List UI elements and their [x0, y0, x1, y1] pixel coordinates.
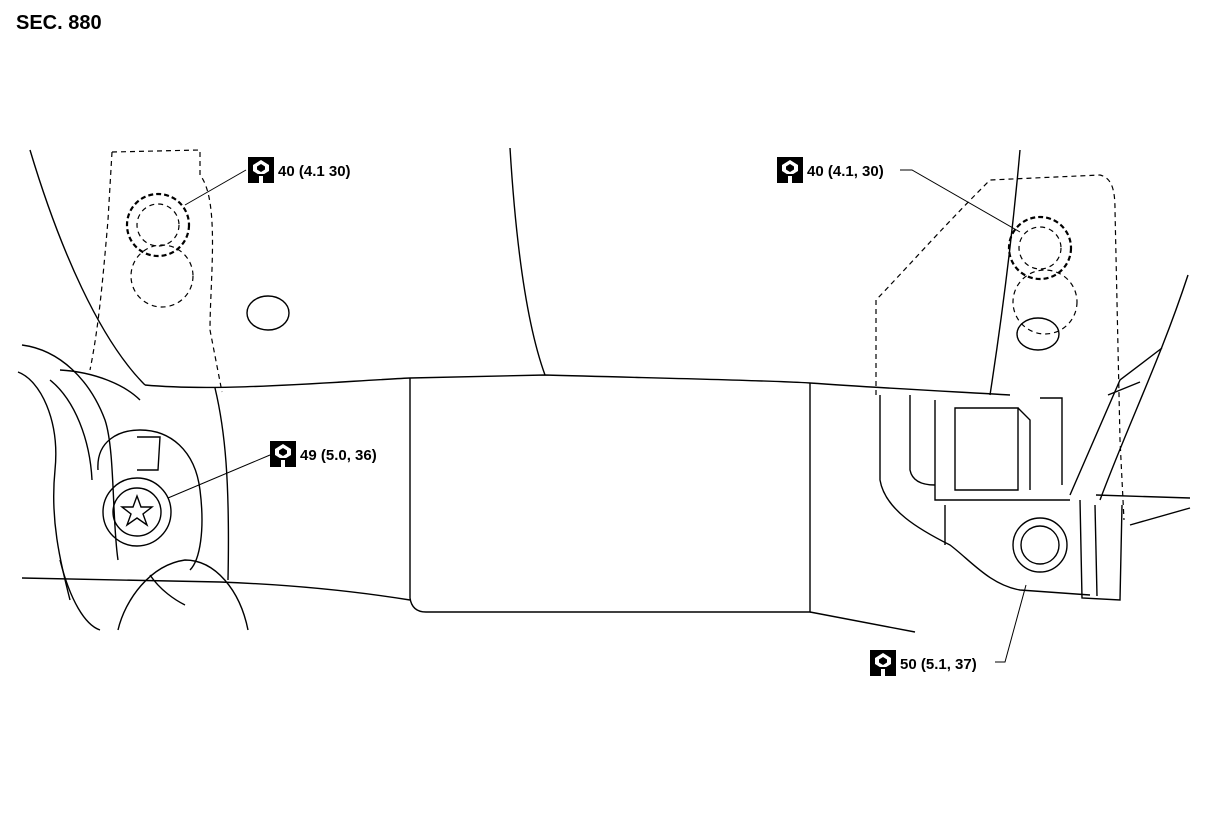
left-mechanism — [17, 344, 249, 631]
left-bracket-hidden — [89, 149, 290, 393]
right-mechanism — [879, 274, 1191, 601]
torque-label-mid-left: 49 (5.0, 36) — [270, 441, 377, 467]
torque-value: 50 (5.1, 37) — [900, 656, 977, 673]
torque-wrench-icon — [870, 650, 896, 676]
torque-label-top-right: 40 (4.1, 30) — [777, 157, 884, 183]
torque-wrench-icon — [777, 157, 803, 183]
torque-label-top-left: 40 (4.1 30) — [248, 157, 351, 183]
torque-value: 40 (4.1, 30) — [807, 163, 884, 180]
section-title: SEC. 880 — [16, 12, 102, 34]
main-body-outline — [21, 147, 1021, 633]
torque-label-bottom-right: 50 (5.1, 37) — [870, 650, 977, 676]
torque-wrench-icon — [270, 441, 296, 467]
torque-value: 49 (5.0, 36) — [300, 447, 377, 464]
torque-wrench-icon — [248, 157, 274, 183]
right-bracket-hidden — [875, 174, 1125, 521]
torque-value: 40 (4.1 30) — [278, 163, 351, 180]
leader-lines — [167, 169, 1027, 663]
